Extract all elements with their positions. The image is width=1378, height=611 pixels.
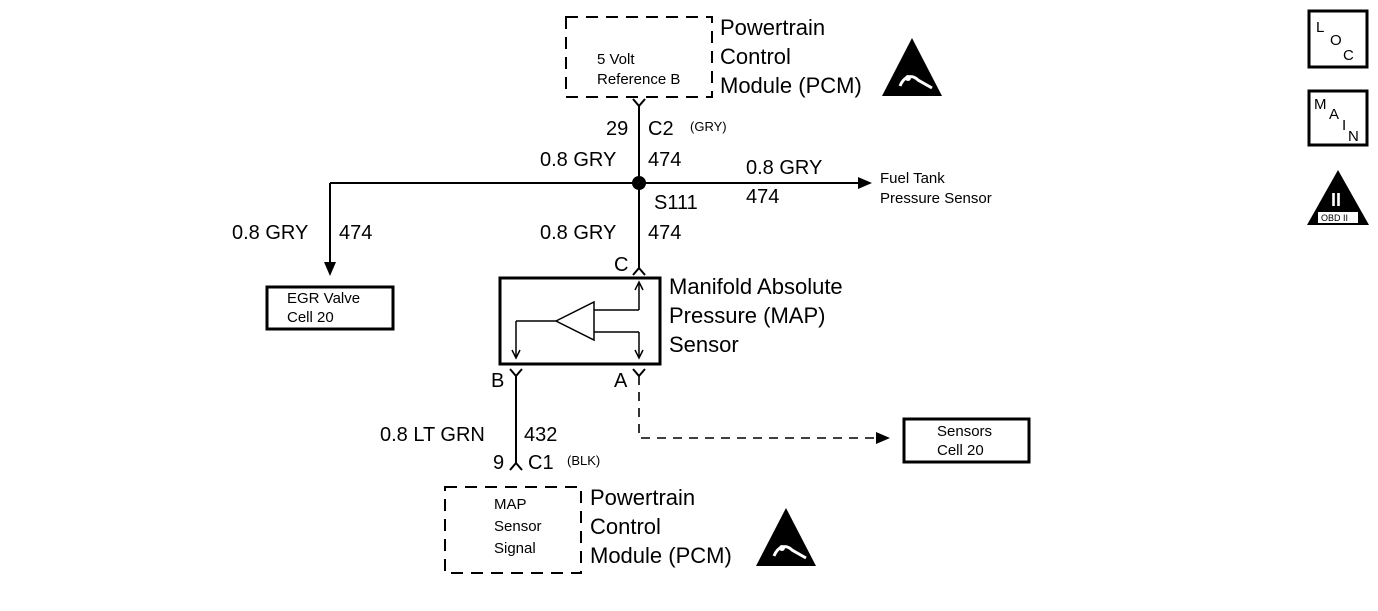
connector-c1-symbol: [509, 461, 523, 471]
pcm-bottom-inner-line-2: Sensor: [494, 518, 542, 535]
wire-map-size-color: 0.8 GRY: [540, 222, 616, 244]
connector-bottom-name: C1: [528, 452, 554, 474]
wire-fuel-circuit: 474: [746, 186, 779, 208]
map-pin-c: C: [614, 254, 628, 276]
pcm-top-inner-line-1: 5 Volt: [597, 51, 635, 68]
pcm-top-title-line-3: Module (PCM): [720, 73, 862, 98]
map-title-line-3: Sensor: [669, 332, 739, 357]
wire-main-circuit: 474: [648, 149, 681, 171]
pcm-bottom-title-line-2: Control: [590, 514, 661, 539]
loc-letter-1: L: [1316, 19, 1324, 36]
connector-bottom-pin: 9: [493, 452, 504, 474]
sensors-box-line-2: Cell 20: [937, 442, 984, 459]
pcm-bottom-box: [444, 486, 582, 574]
connector-c-symbol: [632, 266, 646, 276]
connector-a-symbol: [632, 368, 646, 378]
wire-main-size-color: 0.8 GRY: [540, 149, 616, 171]
fuel-tank-line-1: Fuel Tank: [880, 170, 945, 187]
main-letter-4: N: [1348, 128, 1359, 145]
connector-top-pin: 29: [606, 118, 628, 140]
arrow-sensors: [876, 432, 890, 444]
pcm-bottom-title-line-3: Module (PCM): [590, 543, 732, 568]
main-letter-1: M: [1314, 96, 1327, 113]
wire-signal-size-color: 0.8 LT GRN: [380, 424, 485, 446]
map-title-line-1: Manifold Absolute: [669, 274, 843, 299]
loc-letter-3: C: [1343, 47, 1354, 64]
loc-location-icon[interactable]: L O C: [1307, 9, 1369, 69]
splice-label: S111: [654, 192, 698, 214]
egr-box-line-1: EGR Valve: [287, 290, 360, 307]
main-letter-2: A: [1329, 106, 1339, 123]
map-title-line-2: Pressure (MAP): [669, 303, 825, 328]
splice-s111-dot: [632, 176, 646, 190]
pcm-top-box: [565, 16, 713, 98]
pcm-top-title-line-1: Powertrain: [720, 15, 825, 40]
main-index-icon[interactable]: M A I N: [1307, 89, 1369, 147]
dashed-sensor-ground-wire: [638, 376, 876, 439]
pcm-bottom-inner-line-3: Signal: [494, 540, 536, 557]
wire-signal-circuit: 432: [524, 424, 557, 446]
wire-map-circuit: 474: [648, 222, 681, 244]
pcm-bottom-inner-line-1: MAP: [494, 496, 527, 513]
sensors-box: [902, 417, 1031, 464]
esd-warning-icon: [882, 38, 942, 96]
egr-box-line-2: Cell 20: [287, 309, 334, 326]
esd-warning-icon: [756, 508, 816, 566]
obd-ii-icon[interactable]: II OBD II: [1307, 170, 1369, 225]
wire-egr-size-color: 0.8 GRY: [232, 222, 308, 244]
arrow-fuel-tank: [858, 177, 872, 189]
connector-c2-symbol: [632, 98, 646, 108]
wire-fuel-size-color: 0.8 GRY: [746, 157, 822, 179]
wire-egr-circuit: 474: [339, 222, 372, 244]
pcm-bottom-title-line-1: Powertrain: [590, 485, 695, 510]
map-pin-b: B: [491, 370, 504, 392]
arrow-egr: [324, 262, 336, 276]
connector-top-color: (GRY): [690, 119, 727, 134]
map-sensor-amplifier-symbol: [511, 280, 644, 360]
main-letter-3: I: [1342, 117, 1346, 134]
loc-letter-2: O: [1330, 32, 1342, 49]
egr-valve-box: [265, 285, 395, 331]
sensors-box-line-1: Sensors: [937, 423, 992, 440]
obd-label: OBD II: [1321, 213, 1348, 223]
pcm-top-inner-line-2: Reference B: [597, 71, 680, 88]
pcm-top-title-line-2: Control: [720, 44, 791, 69]
map-pin-a: A: [614, 370, 628, 392]
obd-numeral: II: [1331, 190, 1341, 210]
connector-b-symbol: [509, 368, 523, 378]
fuel-tank-line-2: Pressure Sensor: [880, 190, 992, 207]
connector-bottom-color: (BLK): [567, 453, 600, 468]
connector-top-name: C2: [648, 118, 674, 140]
